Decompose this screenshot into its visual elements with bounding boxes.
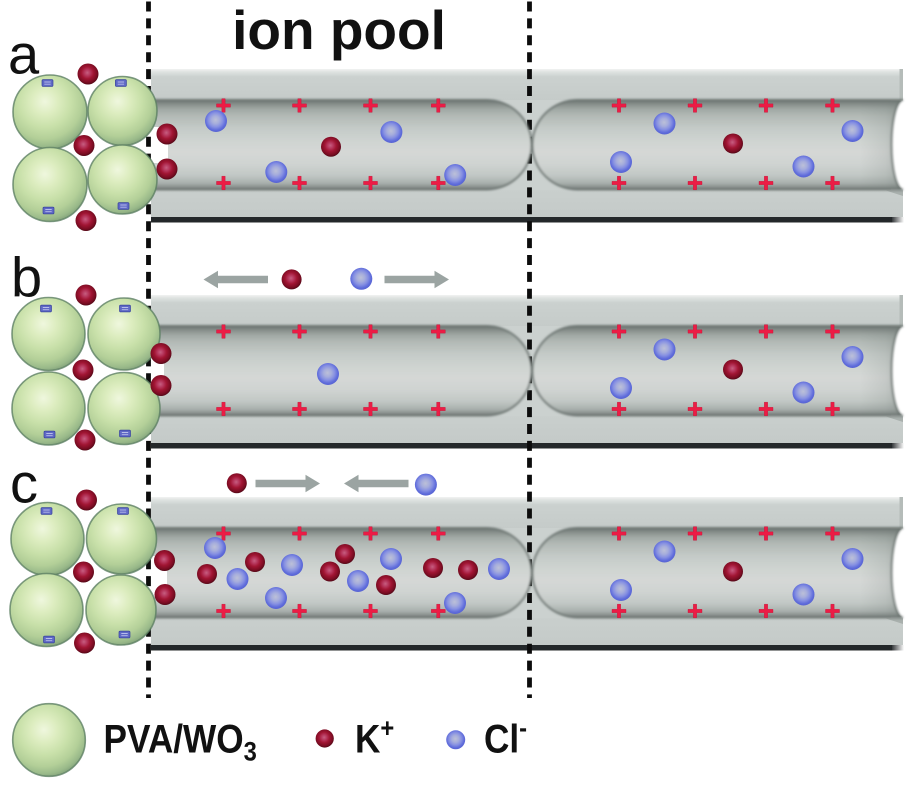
svg-text:a: a — [8, 23, 40, 86]
svg-text:b: b — [11, 246, 42, 309]
svg-text:c: c — [10, 452, 38, 515]
svg-text:PVA/WO3: PVA/WO3 — [104, 717, 257, 767]
svg-text:ion pool: ion pool — [232, 0, 446, 61]
